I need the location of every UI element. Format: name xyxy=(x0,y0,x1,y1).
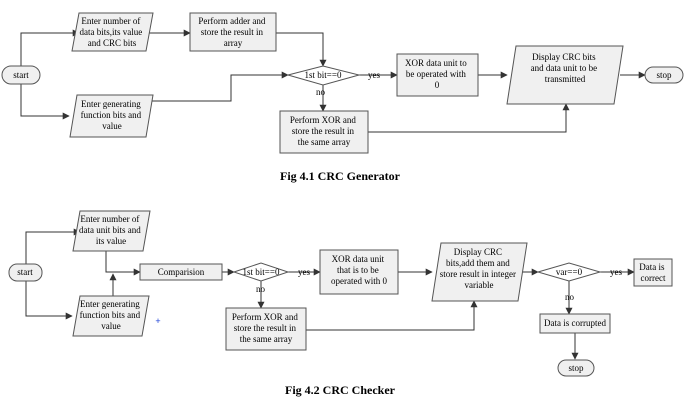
checker-display-output: Display CRC bits,add them and store resu… xyxy=(431,242,528,302)
generator-xor-unit-label: XOR data unit to be operated with 0 xyxy=(405,58,469,90)
checker-perform-xor-process: Perform XOR and store the result in the … xyxy=(225,307,307,351)
checker-comparison-process: Comparision xyxy=(139,263,223,281)
generator-xor-unit-process: XOR data unit to be operated with 0 xyxy=(396,53,479,97)
checker-display-label: Display CRC bits,add them and store resu… xyxy=(440,247,518,290)
generator-input-function-bits-label: Enter generating function bits and value xyxy=(81,99,144,131)
generator-adder-process: Perform adder and store the result in ar… xyxy=(189,12,277,52)
checker-decision-label: 1st bit==0 xyxy=(243,267,280,277)
generator-display-label: Display CRC bits and data unit to be tra… xyxy=(531,52,600,84)
generator-adder-label: Perform adder and store the result in ar… xyxy=(198,16,267,48)
generator-input-data-bits-label: Enter number of data bits,its value and … xyxy=(80,16,145,48)
checker-data-correct-label: Data is correct xyxy=(639,262,667,283)
checker-data-corrupted-label: Data is corrupted xyxy=(544,318,606,328)
generator-yes-label: yes xyxy=(368,70,380,80)
crc-checker-diagram: start Enter number of data unit bits and… xyxy=(8,210,673,397)
generator-stop-label: stop xyxy=(656,70,672,80)
generator-stop-terminal: stop xyxy=(644,66,684,84)
checker-no-label: no xyxy=(256,284,266,294)
generator-start-terminal: start xyxy=(1,65,41,85)
checker-xor-unit-label: XOR data unit that is to be operated wit… xyxy=(331,254,387,286)
generator-input-function-bits: Enter generating function bits and value xyxy=(69,94,154,138)
checker-stop-terminal: stop xyxy=(557,359,595,377)
generator-no-label: no xyxy=(316,87,326,97)
checker-var-decision: var==0 xyxy=(536,262,602,282)
checker-xor-unit-process: XOR data unit that is to be operated wit… xyxy=(319,249,399,295)
generator-connectors xyxy=(20,29,646,133)
checker-input-function-bits: Enter generating function bits and value xyxy=(72,295,150,337)
generator-perform-xor-process: Perform XOR and store the result in the … xyxy=(279,110,369,154)
generator-display-output: Display CRC bits and data unit to be tra… xyxy=(506,45,624,105)
generator-caption: Fig 4.1 CRC Generator xyxy=(280,169,401,183)
generator-perform-xor-label: Perform XOR and store the result in the … xyxy=(290,115,358,147)
checker-input-data-unit-bits-label: Enter number of data unit bits and its v… xyxy=(79,214,143,246)
crc-generator-diagram: start Enter number of data bits,its valu… xyxy=(1,12,684,183)
checker-first-bit-decision: 1st bit==0 xyxy=(232,262,290,282)
checker-comparison-label: Comparision xyxy=(158,267,205,277)
cursor-plus-marker: + xyxy=(155,316,160,326)
checker-stop-label: stop xyxy=(568,363,584,373)
generator-input-data-bits: Enter number of data bits,its value and … xyxy=(71,12,154,52)
checker-var-yes-label: yes xyxy=(610,267,622,277)
checker-var-decision-label: var==0 xyxy=(556,267,583,277)
checker-connectors xyxy=(25,228,635,360)
generator-first-bit-decision: 1st bit==0 xyxy=(286,65,361,86)
checker-start-label: start xyxy=(17,267,33,277)
checker-perform-xor-label: Perform XOR and store the result in the … xyxy=(232,312,300,344)
checker-caption: Fig 4.2 CRC Checker xyxy=(285,383,396,397)
checker-input-function-bits-label: Enter generating function bits and value xyxy=(80,299,143,331)
checker-var-no-label: no xyxy=(565,292,575,302)
generator-decision-label: 1st bit==0 xyxy=(305,70,342,80)
checker-yes-label: yes xyxy=(298,267,310,277)
checker-start-terminal: start xyxy=(8,263,43,282)
checker-data-correct: Data is correct xyxy=(633,258,673,287)
generator-start-label: start xyxy=(13,70,29,80)
checker-data-corrupted: Data is corrupted xyxy=(539,313,611,334)
checker-input-data-unit-bits: Enter number of data unit bits and its v… xyxy=(72,210,151,252)
